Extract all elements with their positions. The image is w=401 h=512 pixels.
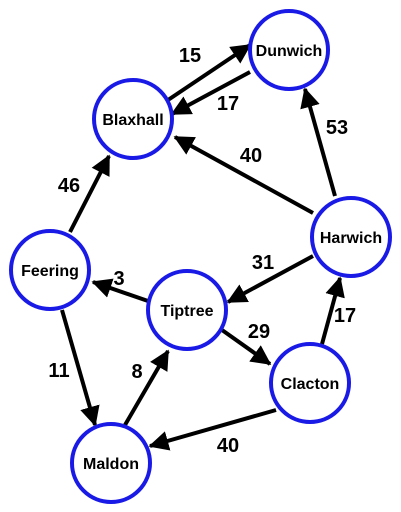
node-dunwich-circle bbox=[248, 9, 330, 91]
weight-harwich-dunwich: 53 bbox=[326, 117, 348, 139]
edge-dunwich-blaxhall bbox=[170, 70, 251, 116]
edge-feering-maldon bbox=[60, 309, 100, 427]
node-harwich-circle bbox=[310, 196, 392, 278]
edge-maldon-tiptree bbox=[123, 349, 170, 427]
edge-clacton-maldon bbox=[148, 408, 277, 451]
node-blaxhall[interactable]: Blaxhall bbox=[92, 78, 174, 160]
node-blaxhall-circle bbox=[92, 78, 174, 160]
node-tiptree[interactable]: Tiptree bbox=[146, 269, 228, 351]
weight-dunwich-blaxhall: 17 bbox=[217, 93, 239, 115]
edge-blaxhall-dunwich bbox=[166, 43, 252, 102]
node-maldon-circle bbox=[70, 422, 152, 504]
weight-maldon-tiptree: 8 bbox=[131, 361, 142, 383]
weight-clacton-maldon: 40 bbox=[217, 435, 239, 457]
weight-tiptree-clacton: 29 bbox=[248, 321, 270, 343]
edges bbox=[60, 43, 345, 451]
edge-weights: 15 17 53 40 46 31 3 11 8 29 17 40 bbox=[48, 45, 356, 457]
node-dunwich-label: Dunwich bbox=[256, 43, 323, 60]
weight-feering-maldon: 11 bbox=[48, 360, 69, 382]
node-clacton-circle bbox=[269, 342, 351, 424]
weight-clacton-harwich: 17 bbox=[334, 305, 356, 327]
node-harwich[interactable]: Harwich bbox=[310, 196, 392, 278]
node-tiptree-label: Tiptree bbox=[160, 303, 213, 320]
node-maldon-label: Maldon bbox=[83, 456, 139, 473]
node-blaxhall-label: Blaxhall bbox=[102, 112, 163, 129]
edge-tiptree-clacton bbox=[220, 328, 272, 366]
node-dunwich[interactable]: Dunwich bbox=[248, 9, 330, 91]
edge-clacton-harwich bbox=[320, 276, 345, 345]
edge-harwich-blaxhall bbox=[173, 135, 314, 215]
edge-tiptree-feering bbox=[91, 278, 149, 303]
node-maldon[interactable]: Maldon bbox=[70, 422, 152, 504]
weight-blaxhall-dunwich: 15 bbox=[179, 45, 201, 67]
weight-tiptree-feering: 3 bbox=[113, 268, 124, 290]
weight-feering-blaxhall: 46 bbox=[58, 175, 80, 197]
node-harwich-label: Harwich bbox=[320, 230, 382, 247]
node-tiptree-circle bbox=[146, 269, 228, 351]
edge-harwich-dunwich bbox=[300, 87, 337, 197]
weight-harwich-blaxhall: 40 bbox=[240, 145, 262, 167]
node-clacton[interactable]: Clacton bbox=[269, 342, 351, 424]
node-clacton-label: Clacton bbox=[281, 376, 340, 393]
edge-feering-blaxhall bbox=[68, 154, 111, 233]
nodes: Dunwich Blaxhall Harwich Feering Tiptree… bbox=[9, 9, 392, 504]
weight-harwich-tiptree: 31 bbox=[252, 252, 274, 274]
node-feering[interactable]: Feering bbox=[9, 229, 91, 311]
edge-harwich-tiptree bbox=[226, 254, 314, 304]
node-feering-label: Feering bbox=[21, 263, 79, 280]
node-feering-circle bbox=[9, 229, 91, 311]
